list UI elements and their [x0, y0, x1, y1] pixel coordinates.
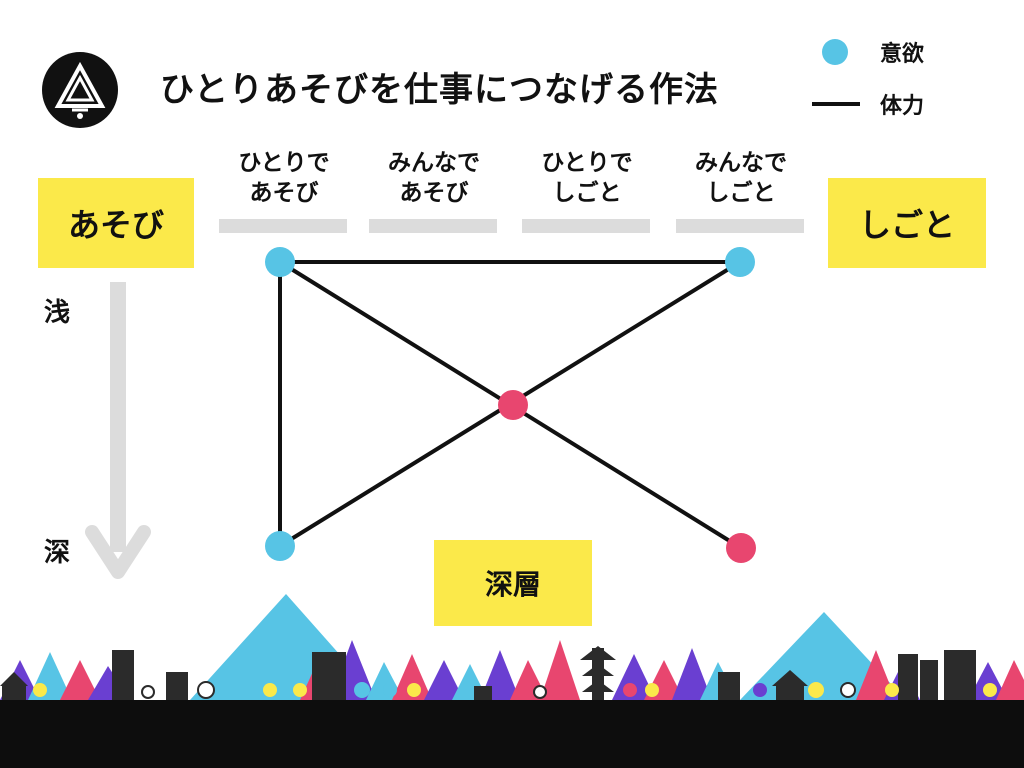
work-box: しごと — [828, 178, 986, 268]
dot-icon — [822, 39, 848, 65]
column-bar — [676, 219, 804, 233]
depth-box: 深層 — [434, 540, 592, 626]
shallow-label: 浅 — [44, 298, 71, 328]
column-header-line: あそび — [249, 180, 319, 206]
column-header-line: ひとりで — [238, 150, 330, 176]
legend-label: 体力 — [880, 94, 925, 119]
node-group-work-deep — [726, 533, 756, 563]
line-icon — [812, 102, 860, 106]
column-bar — [219, 219, 347, 233]
column-header-line: しごと — [706, 180, 776, 206]
column-header-line: ひとりで — [541, 150, 633, 176]
column-header-line: みんなで — [695, 150, 787, 176]
node-solo-play-deep — [265, 531, 295, 561]
node-solo-play — [265, 247, 295, 277]
column-header-group-play: みんなで あそび — [369, 148, 499, 208]
deep-label: 深 — [44, 538, 71, 568]
page-title: ひとりあそびを仕事につなげる作法 — [160, 70, 719, 110]
node-center — [498, 390, 528, 420]
column-header-line: あそび — [399, 180, 469, 206]
legend-item-stamina: 体力 — [812, 88, 924, 120]
column-header-group-work: みんなで しごと — [676, 148, 806, 208]
play-box: あそび — [38, 178, 194, 268]
legend-label: 意欲 — [880, 42, 925, 67]
column-header-line: みんなで — [388, 150, 480, 176]
logo — [42, 52, 118, 128]
column-header-solo-play: ひとりで あそび — [219, 148, 349, 208]
legend-item-motivation: 意欲 — [812, 36, 924, 68]
column-bar — [369, 219, 497, 233]
column-header-line: しごと — [552, 180, 622, 206]
column-bar — [522, 219, 650, 233]
column-header-solo-work: ひとりで しごと — [522, 148, 652, 208]
logo-icon — [42, 52, 118, 128]
node-group-work — [725, 247, 755, 277]
